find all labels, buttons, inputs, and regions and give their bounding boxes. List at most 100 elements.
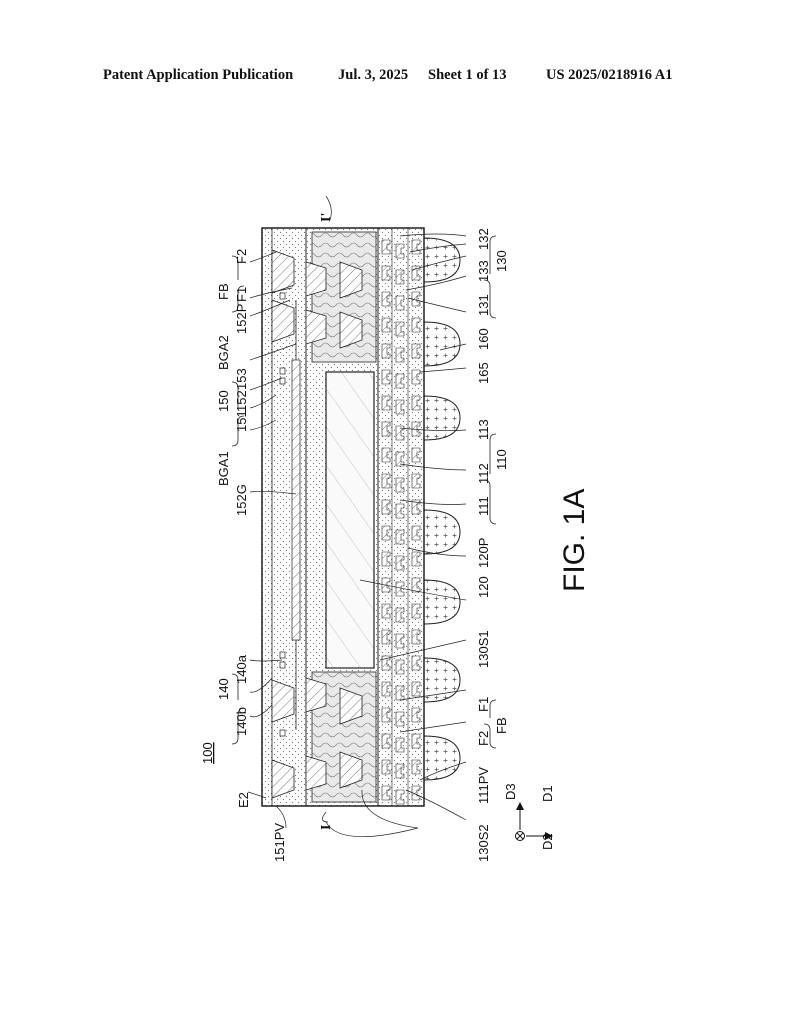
redistribution-via bbox=[381, 473, 391, 489]
direction-axes bbox=[515, 802, 553, 841]
redistribution-via bbox=[395, 737, 405, 753]
redistribution-via bbox=[395, 659, 405, 675]
label-140b: 140b bbox=[234, 707, 249, 736]
redistribution-via bbox=[395, 581, 405, 597]
redistribution-via bbox=[381, 733, 391, 749]
label-120: 120 bbox=[476, 576, 491, 598]
redistribution-via bbox=[381, 369, 391, 385]
redistribution-via bbox=[395, 711, 405, 727]
sheet-number: Sheet 1 of 13 bbox=[428, 67, 507, 83]
label-130: 130 bbox=[494, 250, 509, 272]
redistribution-via bbox=[381, 395, 391, 411]
redistribution-via bbox=[411, 551, 421, 567]
label-131: 131 bbox=[476, 294, 491, 316]
label-D2: D2 bbox=[540, 833, 555, 850]
redistribution-via bbox=[411, 291, 421, 307]
redistribution-via bbox=[395, 607, 405, 623]
label-E2: E2 bbox=[236, 792, 251, 808]
redistribution-via bbox=[395, 503, 405, 519]
label-152P: 152P bbox=[234, 304, 249, 334]
redistribution-via bbox=[411, 395, 421, 411]
redistribution-via bbox=[381, 629, 391, 645]
redistribution-via bbox=[381, 785, 391, 801]
label-F2-top: F2 bbox=[234, 249, 249, 264]
redistribution-substrate bbox=[377, 227, 425, 807]
redistribution-via bbox=[381, 525, 391, 541]
redistribution-via bbox=[395, 269, 405, 285]
redistribution-via bbox=[395, 529, 405, 545]
solder-bump bbox=[423, 579, 461, 625]
redistribution-via bbox=[381, 707, 391, 723]
label-133: 133 bbox=[476, 260, 491, 282]
label-152G: 152G bbox=[234, 484, 249, 516]
redistribution-via bbox=[395, 373, 405, 389]
redistribution-via bbox=[411, 707, 421, 723]
redistribution-via bbox=[411, 785, 421, 801]
redistribution-via bbox=[381, 447, 391, 463]
redistribution-via bbox=[395, 555, 405, 571]
redistribution-via bbox=[381, 603, 391, 619]
label-113: 113 bbox=[476, 419, 491, 440]
redistribution-via bbox=[395, 451, 405, 467]
redistribution-via bbox=[411, 317, 421, 333]
redistribution-via bbox=[381, 551, 391, 567]
redistribution-via bbox=[395, 399, 405, 415]
redistribution-via bbox=[395, 295, 405, 311]
redistribution-via bbox=[381, 239, 391, 255]
redistribution-via bbox=[395, 347, 405, 363]
label-D3: D3 bbox=[503, 783, 518, 800]
label-BGA1: BGA1 bbox=[216, 451, 231, 486]
redistribution-via bbox=[411, 447, 421, 463]
label-153: 153 bbox=[234, 368, 249, 390]
publication-title: Patent Application Publication bbox=[103, 67, 294, 83]
solder-bump bbox=[423, 509, 461, 555]
label-151: 151 bbox=[234, 410, 249, 432]
redistribution-via bbox=[395, 321, 405, 337]
core-region bbox=[305, 227, 379, 807]
label-F1-bottom: F1 bbox=[476, 697, 491, 712]
redistribution-via bbox=[411, 473, 421, 489]
label-150: 150 bbox=[216, 390, 231, 412]
label-111: 111 bbox=[476, 496, 491, 516]
label-140: 140 bbox=[216, 678, 231, 700]
figure-caption: FIG. 1A bbox=[558, 489, 591, 592]
redistribution-via bbox=[395, 633, 405, 649]
solder-bump bbox=[423, 395, 461, 441]
redistribution-via bbox=[411, 577, 421, 593]
page-header: Patent Application Publication Jul. 3, 2… bbox=[0, 67, 794, 87]
label-brackets bbox=[231, 235, 497, 749]
label-FB-bottom: FB bbox=[494, 717, 509, 734]
label-112: 112 bbox=[476, 463, 491, 484]
label-152: 152 bbox=[234, 390, 249, 412]
redistribution-via bbox=[381, 421, 391, 437]
redistribution-via bbox=[381, 291, 391, 307]
label-F1-top: F1 bbox=[234, 287, 249, 302]
label-section-I: I bbox=[319, 825, 334, 830]
solder-bump bbox=[423, 237, 461, 283]
label-section-I-prime: I' bbox=[319, 213, 334, 222]
publication-date: Jul. 3, 2025 bbox=[338, 67, 409, 83]
ground-layer-152G bbox=[291, 359, 301, 641]
redistribution-via bbox=[381, 759, 391, 775]
redistribution-via bbox=[411, 499, 421, 515]
redistribution-via bbox=[381, 343, 391, 359]
label-151PV: 151PV bbox=[272, 823, 287, 862]
label-130S1: 130S1 bbox=[476, 630, 491, 668]
redistribution-via bbox=[395, 477, 405, 493]
redistribution-via bbox=[411, 733, 421, 749]
label-111PV: 111PV bbox=[476, 767, 491, 804]
redistribution-via bbox=[395, 685, 405, 701]
redistribution-via bbox=[411, 759, 421, 775]
label-110: 110 bbox=[494, 449, 509, 470]
semiconductor-chip-120 bbox=[325, 371, 375, 669]
redistribution-via bbox=[411, 655, 421, 671]
solder-bump bbox=[423, 321, 461, 367]
redistribution-via bbox=[381, 317, 391, 333]
label-BGA2: BGA2 bbox=[216, 335, 231, 370]
label-140a: 140a bbox=[234, 654, 249, 684]
label-F2-bottom: F2 bbox=[476, 731, 491, 746]
solder-bump bbox=[423, 657, 461, 703]
upper-package bbox=[261, 227, 307, 807]
redistribution-via bbox=[381, 681, 391, 697]
